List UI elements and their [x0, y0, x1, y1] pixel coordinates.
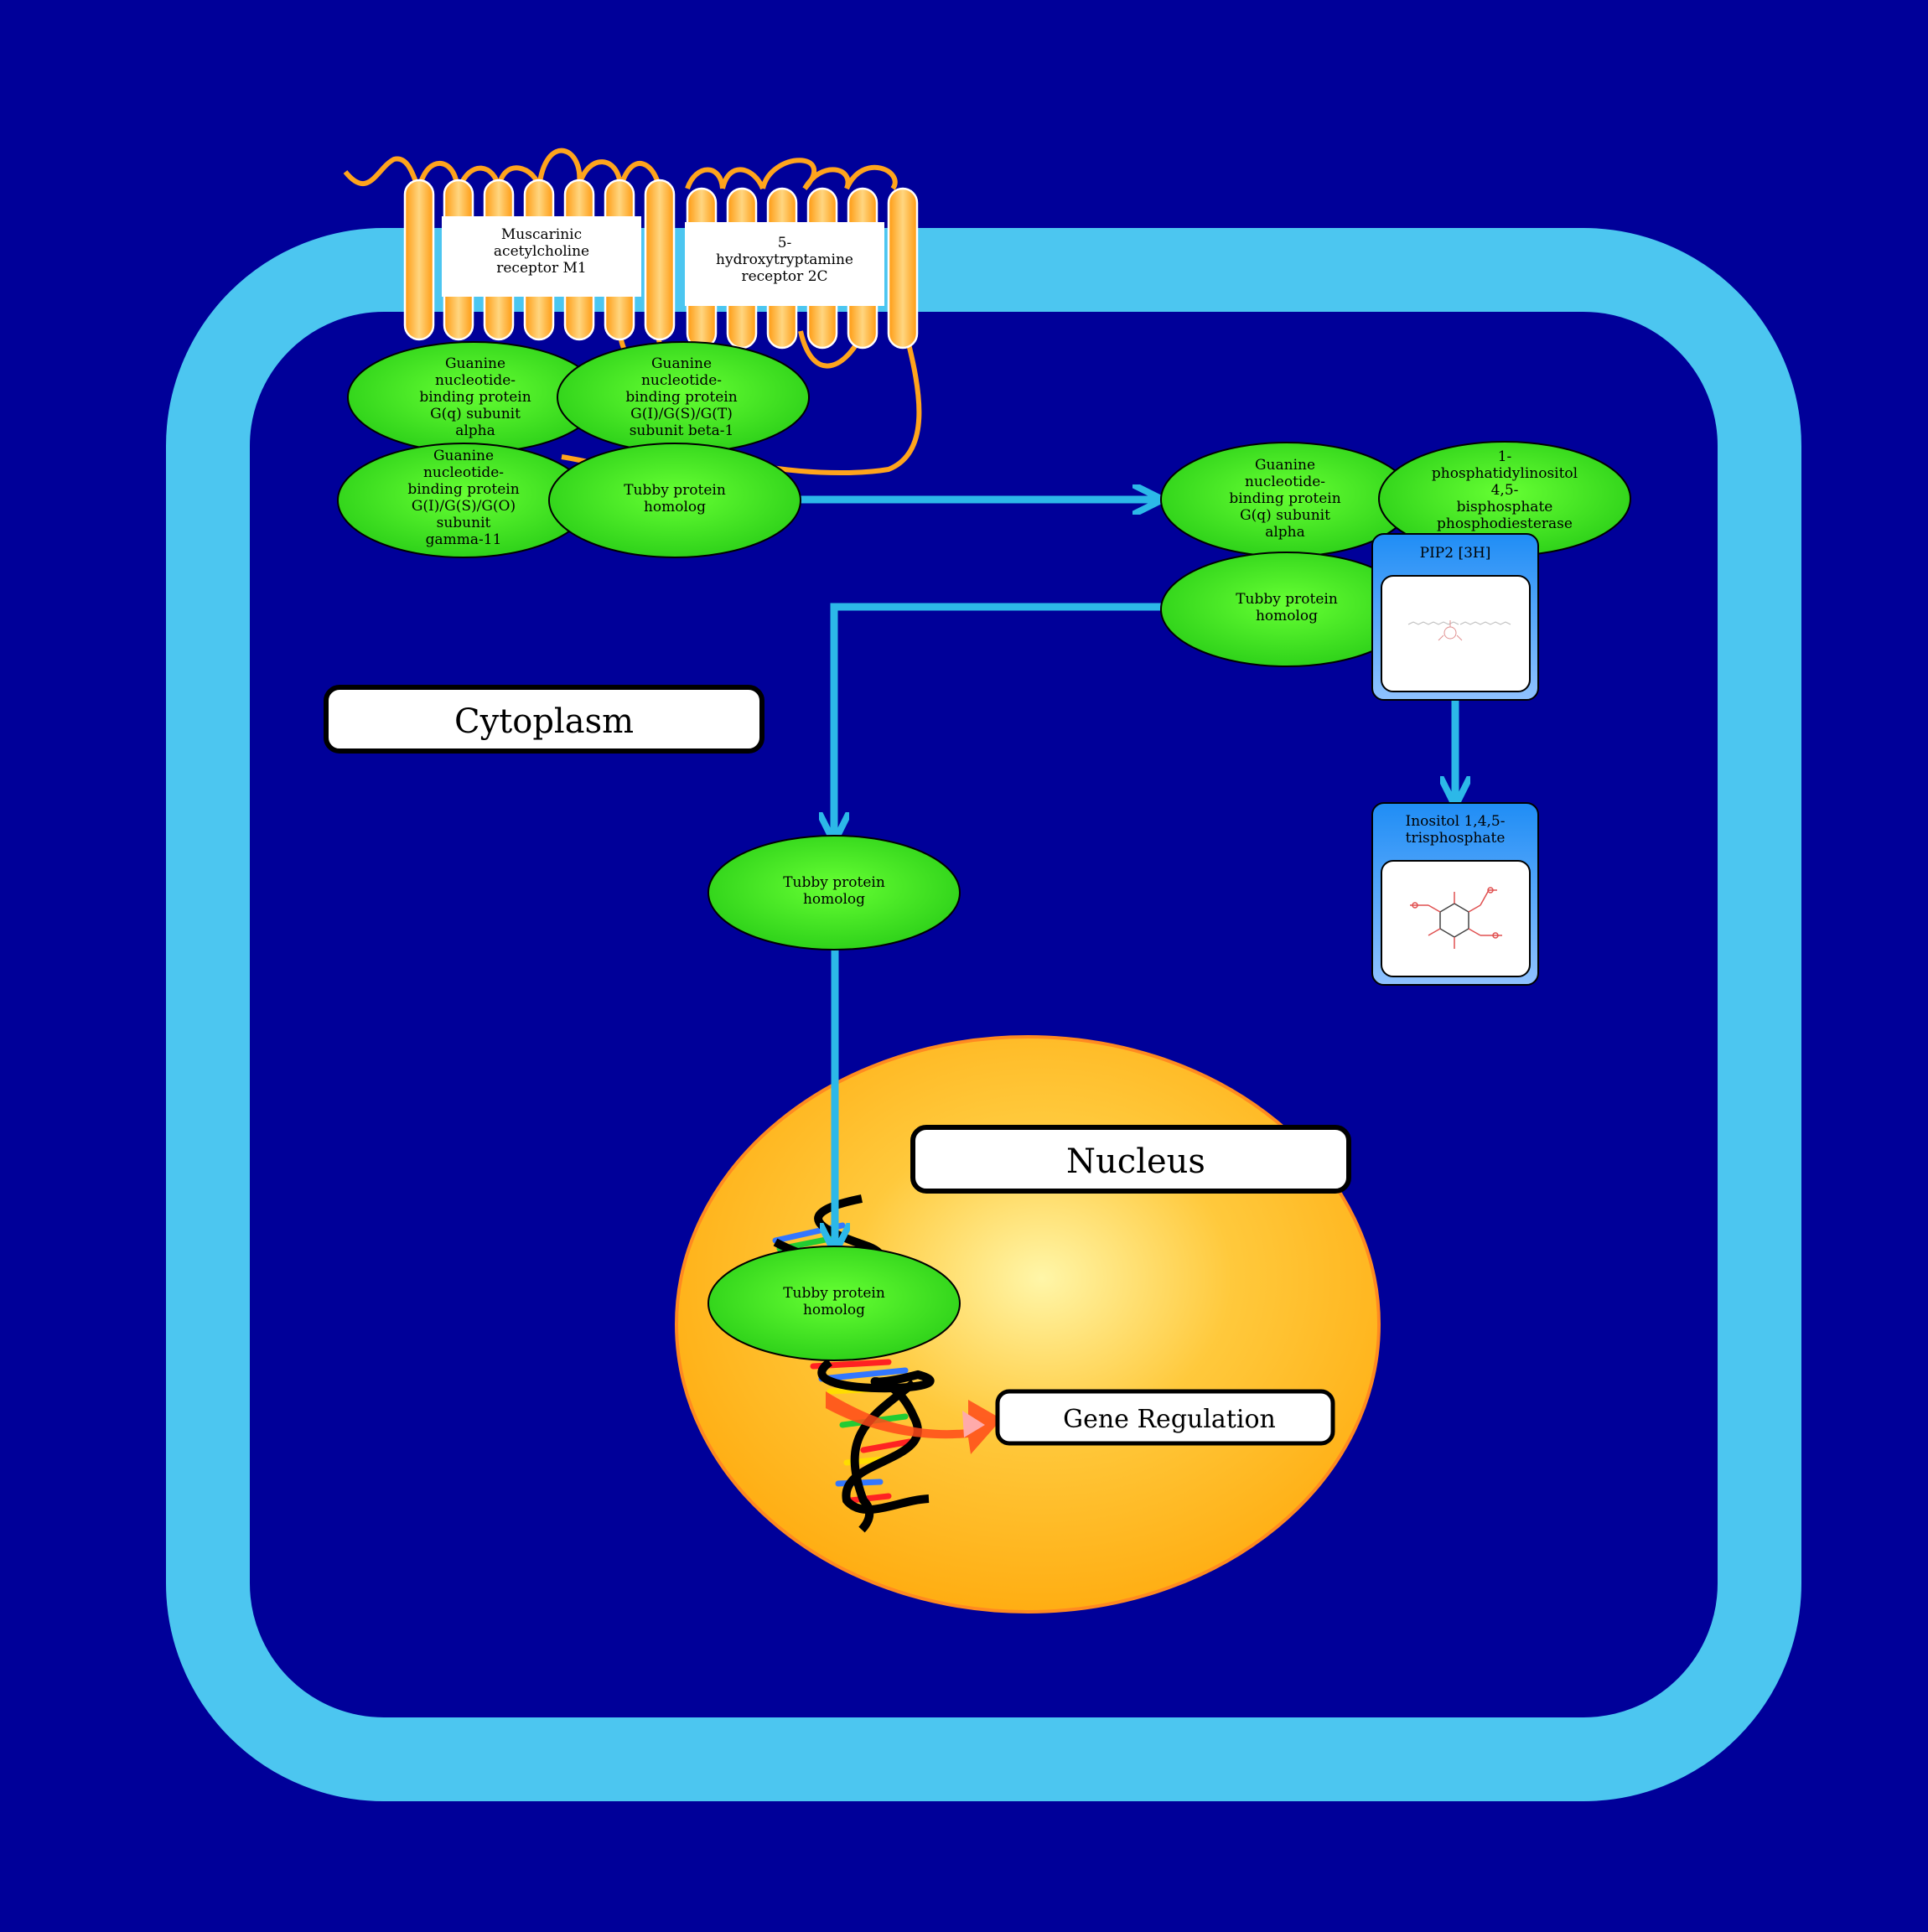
label-line: homolog	[803, 1302, 865, 1318]
ip3-structure-icon	[1410, 887, 1502, 949]
label-line: alpha	[1265, 524, 1305, 541]
label-line: nucleotide-	[1245, 474, 1325, 490]
metabolite-pip2[interactable]: PIP2 [3H]	[1371, 533, 1539, 701]
metabolite-pip2-label: PIP2 [3H]	[1420, 545, 1491, 562]
gene-regulation-box[interactable]: Gene Regulation	[995, 1389, 1335, 1446]
label-line: acetylcholine	[494, 243, 589, 260]
label-line: homolog	[644, 499, 706, 515]
label-line: homolog	[1256, 608, 1318, 624]
label-line: binding protein	[419, 389, 531, 406]
label-line: Tubby protein	[783, 1285, 885, 1302]
label-line: Inositol 1,4,5-	[1406, 813, 1506, 830]
label-line: PIP2 [3H]	[1420, 545, 1491, 562]
label-line: binding protein	[625, 389, 737, 406]
cytoplasm-label-box: Cytoplasm	[324, 685, 764, 754]
label-line: Tubby protein	[624, 482, 726, 499]
arrow-tubby-to-cytoplasm	[834, 603, 1162, 837]
label-line: G(I)/G(S)/G(T)	[630, 406, 733, 422]
label-line: nucleotide-	[641, 372, 722, 389]
label-line: bisphosphate	[1457, 499, 1553, 515]
label-line: Guanine	[1255, 457, 1315, 474]
label-line: phosphodiesterase	[1437, 515, 1573, 532]
label-line: phosphatidylinositol	[1432, 465, 1578, 482]
label-line: G(q) subunit	[1240, 507, 1330, 524]
label-line: Tubby protein	[1236, 591, 1338, 608]
gene-regulation-label: Gene Regulation	[1063, 1405, 1276, 1434]
label-line: nucleotide-	[423, 464, 504, 481]
transcription-arrow-tip	[962, 1411, 985, 1437]
label-line: 1-	[1498, 448, 1512, 465]
label-line: homolog	[803, 891, 865, 908]
label-line: subunit	[437, 515, 491, 531]
label-line: binding protein	[407, 481, 519, 498]
label-line: Tubby protein	[783, 874, 885, 891]
label-line: receptor 2C	[741, 268, 827, 285]
label-line: Guanine	[651, 355, 712, 372]
label-line: gamma-11	[426, 531, 502, 548]
label-line: Guanine	[433, 448, 494, 464]
label-line: binding protein	[1229, 490, 1340, 507]
label-line: nucleotide-	[435, 372, 516, 389]
metabolite-ip3[interactable]: Inositol 1,4,5-trisphosphate	[1371, 802, 1539, 986]
label-line: Guanine	[445, 355, 505, 372]
label-line: subunit beta-1	[630, 422, 734, 439]
transcription-arrow	[826, 1391, 1002, 1454]
nucleus-label-box: Nucleus	[910, 1125, 1351, 1194]
cell-membrane	[166, 228, 1801, 1801]
cytoplasm-label: Cytoplasm	[454, 702, 634, 741]
label-line: 4,5-	[1491, 482, 1519, 499]
label-line: receptor M1	[496, 260, 586, 277]
pathway-arrows	[801, 500, 1455, 1247]
label-line: G(I)/G(S)/G(O)	[412, 498, 516, 515]
nucleus-label: Nucleus	[1066, 1142, 1205, 1181]
label-line: alpha	[455, 422, 495, 439]
label-line: G(q) subunit	[430, 406, 521, 422]
label-line: hydroxytryptamine	[716, 251, 853, 268]
label-line: Muscarinic	[501, 226, 582, 243]
pip2-structure-icon	[1407, 620, 1511, 641]
label-line: 5-	[778, 235, 792, 251]
label-line: trisphosphate	[1406, 830, 1506, 847]
metabolite-ip3-label: Inositol 1,4,5-trisphosphate	[1406, 813, 1506, 847]
